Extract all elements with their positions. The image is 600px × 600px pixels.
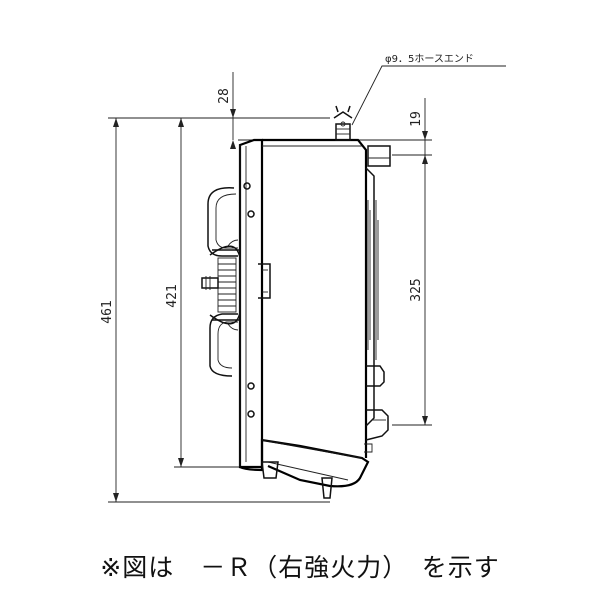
dim-hose-offset-label: 19	[409, 111, 424, 127]
dim-top-offset-label: 28	[217, 88, 232, 104]
footnote: ※図は －Ｒ（右強火力） を示す	[100, 553, 500, 582]
dim-overall-height: 461	[100, 117, 330, 503]
hose-end-callout: φ9．5ホースエンド	[351, 53, 506, 126]
dim-leg-spacing-label: 325	[409, 278, 424, 301]
dim-leg-spacing: 325	[392, 155, 432, 426]
dim-hose-offset: 19	[352, 98, 432, 165]
dim-overall-height-label: 461	[100, 300, 115, 323]
dim-top-offset: 28	[217, 72, 330, 149]
dim-body-height: 421	[165, 118, 240, 468]
stove-body	[238, 138, 370, 499]
dim-body-height-label: 421	[165, 284, 180, 307]
hose-end-label: φ9．5ホースエンド	[385, 53, 474, 65]
rear-side	[364, 145, 391, 453]
hose-end-fitting	[333, 105, 353, 141]
control-knob	[201, 187, 241, 377]
